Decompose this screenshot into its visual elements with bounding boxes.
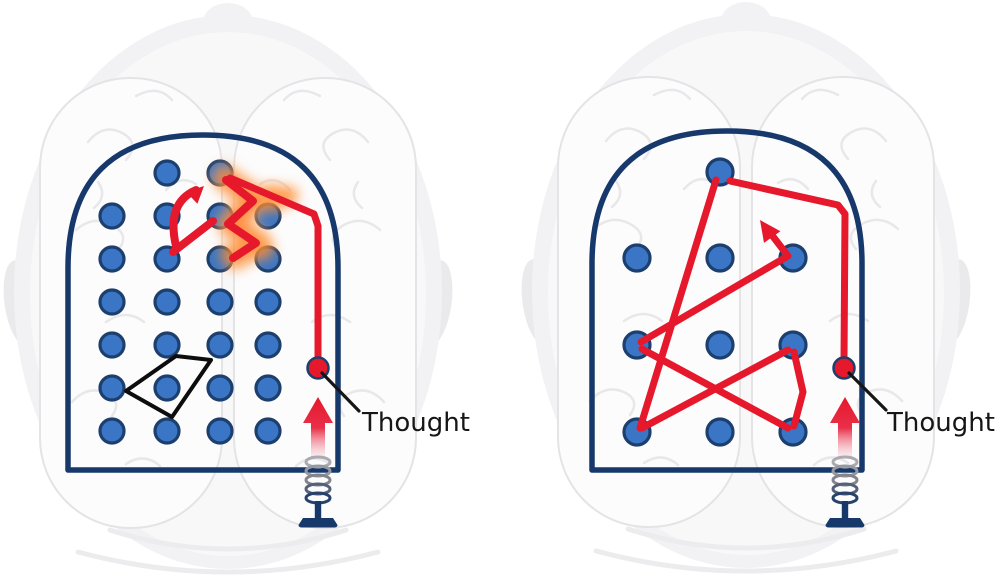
- panel-sparse-grid: [622, 157, 856, 447]
- electrode-dot: [254, 374, 282, 402]
- arrowhead-icon: [760, 220, 781, 243]
- electrode-dot: [254, 288, 282, 316]
- electrode-dot: [98, 374, 126, 402]
- signal-path: [637, 226, 792, 346]
- signal-path: [638, 345, 792, 432]
- electrode-dot: [98, 288, 126, 316]
- pointer-line-left: [320, 371, 361, 413]
- up-arrow-icon-right: [830, 397, 860, 458]
- thought-label-right: Thought: [887, 408, 995, 438]
- electrode-grid-outline-left: [65, 132, 341, 473]
- electrode-dot: [153, 288, 181, 316]
- electrode-dot: [206, 374, 234, 402]
- electrode-dot: [705, 417, 735, 447]
- arrowhead-icon: [186, 186, 204, 204]
- electrode-dot: [153, 159, 181, 187]
- electrode-dot: [153, 374, 181, 402]
- head-right: [517, 2, 976, 571]
- highlight-polygon: [124, 354, 213, 419]
- signal-path: [726, 177, 849, 364]
- electrode-dot: [98, 202, 126, 230]
- electrode-dot: [153, 331, 181, 359]
- electrode-dot: [98, 331, 126, 359]
- electrode-dot: [254, 417, 282, 445]
- up-arrow-icon-left: [303, 397, 333, 458]
- electrode-dot: [705, 330, 735, 360]
- electrode-dot: [206, 288, 234, 316]
- black-outline-layer: [124, 354, 213, 419]
- electrode-dot: [206, 417, 234, 445]
- electrode-dot: [254, 331, 282, 359]
- electrode-dot: [153, 417, 181, 445]
- thought-label-left: Thought: [362, 408, 470, 438]
- electrode-dot: [622, 243, 652, 273]
- electrode-dot: [98, 417, 126, 445]
- pointer-line-right: [847, 371, 888, 412]
- signal-path: [226, 174, 322, 364]
- electrode-dot: [206, 331, 234, 359]
- electrode-grid-outline-right: [589, 128, 865, 473]
- signal-path: [636, 176, 720, 432]
- signal-path: [790, 348, 807, 430]
- electrode-dot: [705, 243, 735, 273]
- panel-dense-grid: [98, 159, 330, 445]
- signal-path-layer-right: [636, 176, 849, 432]
- signal-path: [222, 176, 260, 262]
- electrode-dot: [98, 245, 126, 273]
